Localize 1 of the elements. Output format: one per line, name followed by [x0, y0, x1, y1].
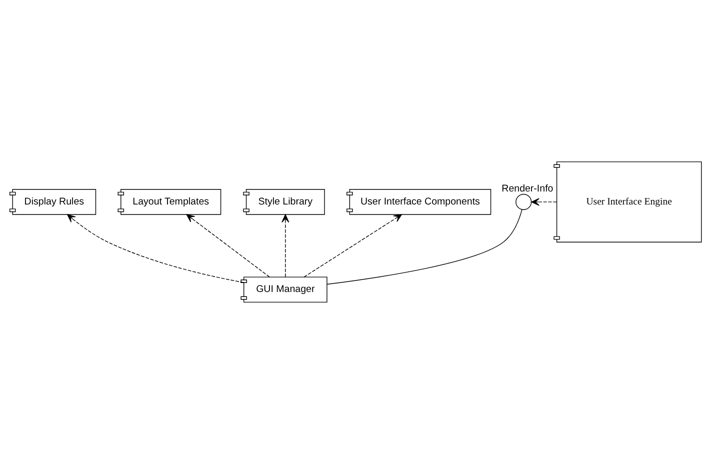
node-label: Render-Info [502, 184, 554, 195]
